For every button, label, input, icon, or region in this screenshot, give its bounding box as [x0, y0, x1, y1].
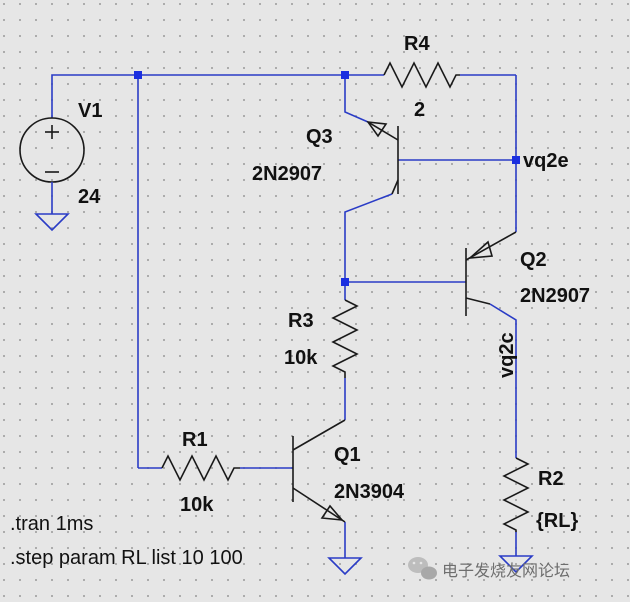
- q3-name: Q3: [306, 126, 333, 148]
- r4-value: 2: [414, 99, 425, 121]
- q3-emitter-arrow: [366, 121, 388, 138]
- v1-name: V1: [78, 100, 102, 122]
- q2-collector-leg: [465, 297, 491, 305]
- resistor-r1: [161, 454, 240, 482]
- q2-emitter-arrow: [467, 240, 494, 260]
- wire-top-rail: [51, 74, 384, 118]
- q3-emitter-leg: [367, 121, 399, 141]
- q2-name: Q2: [520, 249, 547, 271]
- q3-value: 2N2907: [252, 163, 322, 185]
- directive-step: .step param RL list 10 100: [10, 547, 243, 569]
- q1-emitter-leg: [292, 487, 346, 523]
- r4-name: R4: [404, 33, 430, 55]
- r1-value: 10k: [180, 494, 214, 516]
- directive-tran: .tran 1ms: [10, 513, 93, 535]
- wire-q3-collector: [344, 193, 393, 300]
- wires: [51, 74, 517, 558]
- v1-value: 24: [78, 186, 101, 208]
- net-label-vq2e: vq2e: [523, 150, 569, 172]
- r2-value: {RL}: [536, 510, 578, 532]
- ground-symbol-q1: [327, 557, 363, 576]
- wire-q2-collector: [489, 303, 517, 458]
- r2-name: R2: [538, 468, 564, 490]
- r1-name: R1: [182, 429, 208, 451]
- junction-q2-base: [341, 278, 349, 286]
- ground-symbol-r2: [498, 555, 534, 574]
- r3-value: 10k: [284, 347, 318, 369]
- q2-emitter-leg: [465, 231, 517, 261]
- q2-value: 2N2907: [520, 285, 590, 307]
- junction-vq2e: [512, 156, 520, 164]
- wire-q3-emitter: [344, 75, 369, 123]
- transistor-q1: [292, 419, 363, 576]
- q3-collector-leg: [391, 179, 399, 195]
- net-label-vq2c: vq2c: [496, 332, 518, 378]
- q1-name: Q1: [334, 444, 361, 466]
- wechat-icon: [408, 557, 437, 580]
- q1-collector-leg: [292, 419, 346, 451]
- q1-value: 2N3904: [334, 481, 405, 503]
- junction-top-mid: [341, 71, 349, 79]
- junction-top-left: [134, 71, 142, 79]
- ground-symbol-v1: [34, 213, 70, 232]
- resistor-r4: [383, 61, 460, 89]
- resistor-r2: [502, 457, 530, 532]
- transistor-q2: [465, 231, 517, 316]
- r3-name: R3: [288, 310, 314, 332]
- transistor-q3: [366, 121, 399, 195]
- watermark-text: 电子发烧友网论坛: [442, 562, 570, 580]
- q1-emitter-arrow: [320, 504, 344, 521]
- voltage-source-v1: [19, 117, 85, 232]
- resistor-r3: [331, 299, 359, 378]
- watermark: 电子发烧友网论坛: [408, 557, 570, 580]
